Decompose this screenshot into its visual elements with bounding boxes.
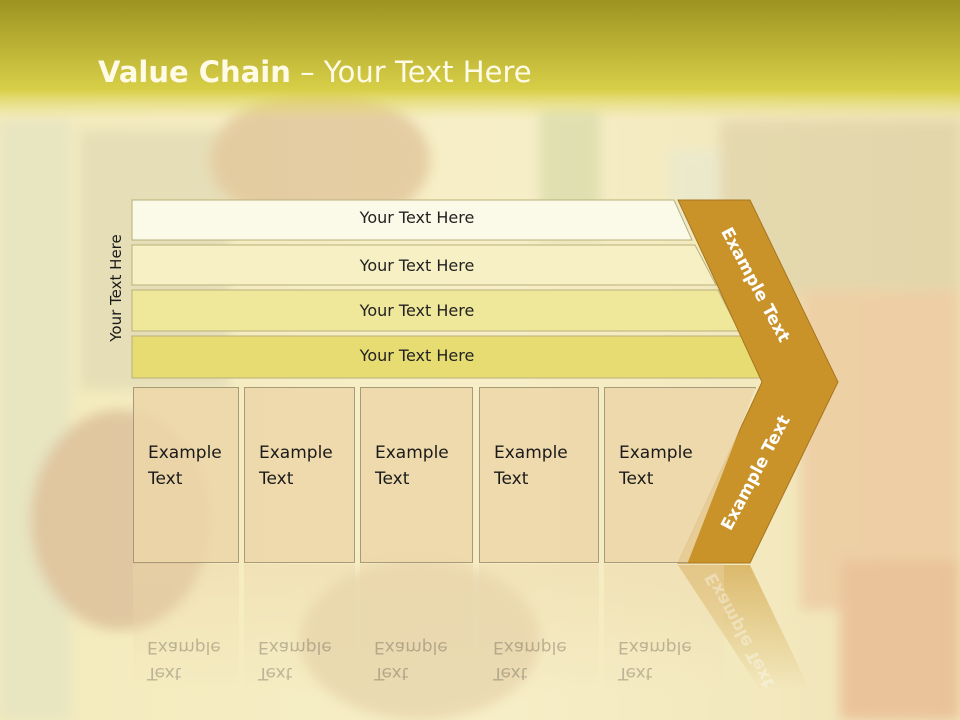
box-reflection-4: Text Example <box>479 564 599 694</box>
box-2-line2: Text <box>259 469 294 489</box>
box-5-line1: Example <box>619 443 693 463</box>
box-2-line1: Example <box>259 443 333 463</box>
row-label-4: Your Text Here <box>359 346 475 365</box>
box-reflection-5: Text Example <box>604 564 724 694</box>
box-1-line1: Example <box>148 443 222 463</box>
box-4-line1: Example <box>494 443 568 463</box>
reflection-3-line2: Text <box>374 663 409 683</box>
row-label-2: Your Text Here <box>359 256 475 275</box>
box-1-line2: Text <box>148 469 183 489</box>
title-rest: – Your Text Here <box>290 55 532 89</box>
reflection-3-line1: Example <box>374 637 448 657</box>
box-3-line2: Text <box>375 469 410 489</box>
slide-title: Value Chain – Your Text Here <box>98 55 532 89</box>
row-label-1: Your Text Here <box>359 208 475 227</box>
box-5-line2: Text <box>619 469 654 489</box>
reflection-1-line2: Text <box>147 663 182 683</box>
box-reflection-3: Text Example <box>360 564 473 694</box>
title-bar <box>0 0 960 120</box>
chevron-shape <box>677 199 839 564</box>
title-bold: Value Chain <box>98 55 291 89</box>
box-reflection-1: Text Example <box>133 564 239 694</box>
reflection-2-line2: Text <box>258 663 293 683</box>
box-4-line2: Text <box>494 469 529 489</box>
reflection-2-line1: Example <box>258 637 332 657</box>
row-bar-2 <box>131 244 717 286</box>
chevron-reflection <box>678 565 810 690</box>
row-label-3: Your Text Here <box>359 301 475 320</box>
reflection-4-line1: Example <box>493 637 567 657</box>
row-bar-1 <box>131 199 693 241</box>
reflection-5-line2: Text <box>618 663 653 683</box>
reflection-1-line1: Example <box>147 637 221 657</box>
reflection-4-line2: Text <box>493 663 528 683</box>
reflection-5-line1: Example <box>618 637 692 657</box>
box-3-line1: Example <box>375 443 449 463</box>
box-reflection-2: Text Example <box>244 564 355 694</box>
